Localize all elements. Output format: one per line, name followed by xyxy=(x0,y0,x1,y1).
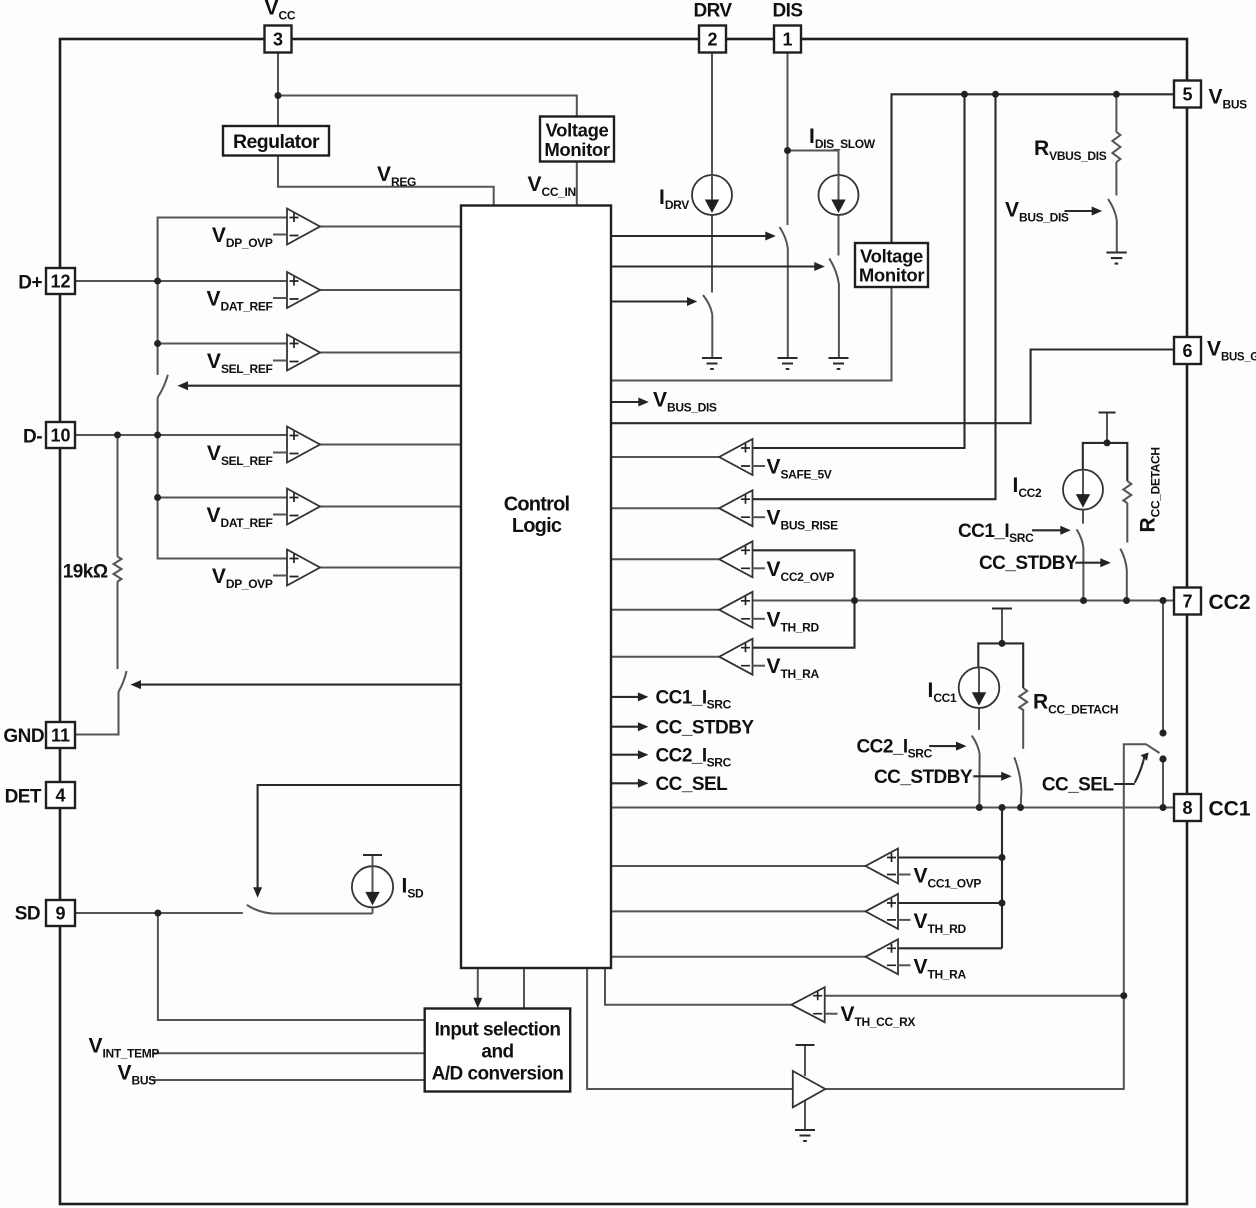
svg-text:CC_STDBY: CC_STDBY xyxy=(979,553,1078,574)
svg-text:GND: GND xyxy=(3,726,44,747)
svg-text:11: 11 xyxy=(51,726,70,746)
svg-text:1: 1 xyxy=(782,30,792,50)
svg-text:3: 3 xyxy=(273,30,283,50)
svg-text:Control: Control xyxy=(504,494,570,516)
svg-text:19kΩ: 19kΩ xyxy=(63,562,108,583)
svg-text:DET: DET xyxy=(5,787,42,808)
svg-text:5: 5 xyxy=(1182,85,1192,105)
svg-text:CC2: CC2 xyxy=(1209,591,1251,614)
svg-text:CC2_ISRC: CC2_ISRC xyxy=(857,737,933,761)
svg-text:7: 7 xyxy=(1182,592,1192,612)
svg-text:Monitor: Monitor xyxy=(544,139,610,160)
svg-text:10: 10 xyxy=(50,426,70,446)
svg-text:ICC1: ICC1 xyxy=(928,679,957,705)
svg-text:Monitor: Monitor xyxy=(859,265,925,286)
svg-text:4: 4 xyxy=(55,786,65,806)
svg-text:VBUS: VBUS xyxy=(118,1062,157,1088)
svg-text:A/D conversion: A/D conversion xyxy=(432,1064,564,1085)
svg-text:D-: D- xyxy=(23,427,42,448)
svg-text:8: 8 xyxy=(1182,798,1192,818)
svg-text:12: 12 xyxy=(50,272,70,292)
svg-text:Input selection: Input selection xyxy=(435,1020,561,1041)
svg-text:SD: SD xyxy=(15,904,40,925)
svg-text:CC_STDBY: CC_STDBY xyxy=(874,767,973,788)
svg-text:and: and xyxy=(481,1042,513,1063)
svg-text:Regulator: Regulator xyxy=(233,131,320,153)
svg-text:CC_SEL: CC_SEL xyxy=(656,774,729,795)
svg-text:DRV: DRV xyxy=(693,1,732,22)
svg-text:2: 2 xyxy=(707,30,717,50)
svg-text:CC_STDBY: CC_STDBY xyxy=(656,717,755,738)
svg-text:CC_SEL: CC_SEL xyxy=(1042,775,1115,796)
svg-text:CC1: CC1 xyxy=(1209,798,1251,821)
svg-text:Voltage: Voltage xyxy=(860,246,923,267)
svg-text:Logic: Logic xyxy=(512,515,562,537)
svg-text:6: 6 xyxy=(1182,341,1192,361)
svg-text:DIS: DIS xyxy=(772,1,802,22)
svg-text:D+: D+ xyxy=(18,273,42,294)
svg-text:CC2_ISRC: CC2_ISRC xyxy=(656,745,732,769)
svg-text:Voltage: Voltage xyxy=(546,120,609,141)
svg-text:9: 9 xyxy=(55,904,65,924)
